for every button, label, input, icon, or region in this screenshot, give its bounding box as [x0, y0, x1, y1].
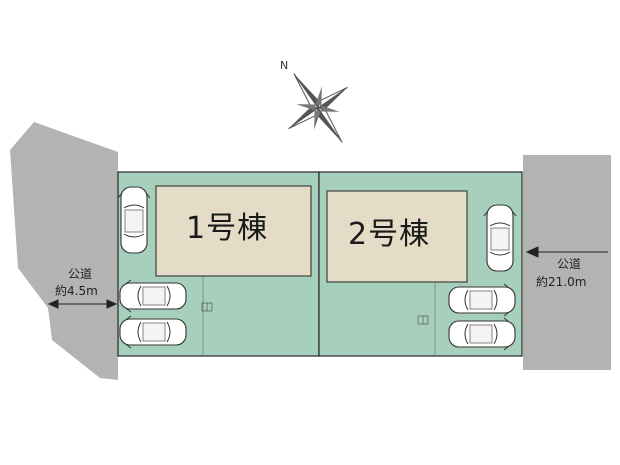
building-1	[155, 185, 312, 277]
building-2	[326, 190, 468, 283]
compass-north-label: N	[280, 59, 289, 72]
left-road-width-arrow	[47, 299, 118, 309]
car-lot2-upper	[448, 283, 516, 317]
entrance-mark-1	[201, 302, 213, 312]
left-road-width: 約4.5m	[55, 284, 98, 298]
left-road-type: 公道	[68, 267, 93, 281]
right-road	[523, 155, 611, 370]
building-1-label: 1号棟	[186, 211, 269, 246]
car-lot2-lower	[448, 317, 516, 351]
right-road-width: 約21.0m	[536, 275, 587, 289]
right-road-type: 公道	[557, 257, 582, 271]
right-road-width-arrow	[525, 246, 608, 258]
compass-icon	[288, 73, 348, 143]
car-lot1-lower	[119, 315, 187, 349]
building-2-label: 2号棟	[348, 217, 431, 252]
car-lot1-upper	[119, 279, 187, 313]
car-lot1-vertical	[117, 186, 151, 254]
car-lot2-vertical	[483, 204, 517, 272]
left-road	[10, 122, 118, 380]
entrance-mark-2	[417, 315, 429, 325]
